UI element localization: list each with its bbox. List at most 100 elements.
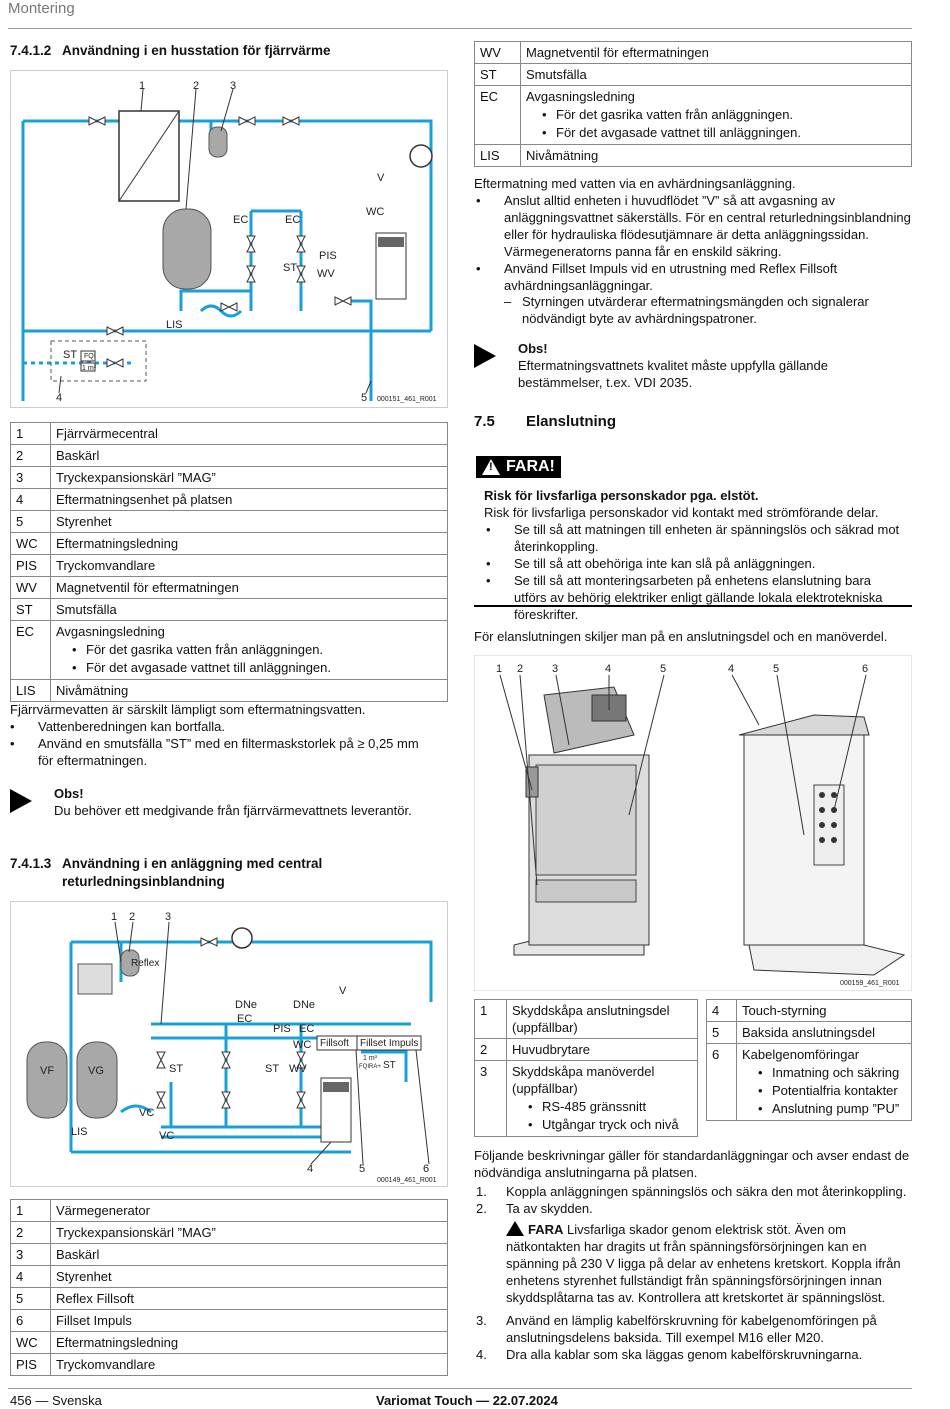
figure-code: 000149_461_R001 [377, 1177, 437, 1184]
figure-central-return: 1 2 3 4 5 6 Reflex VF VG LIS VC VC DNe D… [10, 901, 448, 1187]
page-number: 456 [10, 1393, 32, 1408]
label-fillset: Fillset Impuls [360, 1038, 418, 1049]
table-key: WC [10, 1331, 51, 1354]
danger-label: FARA! [506, 458, 555, 475]
section-title: Elanslutning [526, 413, 616, 430]
danger-badge: FARA! [476, 456, 561, 478]
list-item: 4. Dra alla kablar som ska läggas genom k… [474, 1346, 912, 1363]
figure-code: 000151_461_R001 [377, 396, 437, 403]
table-value: Smutsfälla [520, 63, 912, 86]
label-dne: DNe [293, 999, 315, 1011]
table-key: 2 [10, 1221, 51, 1244]
paragraph: Fjärrvärmevatten är särskilt lämpligt so… [10, 702, 366, 717]
label-vc: VC [159, 1130, 174, 1142]
step-number: 4. [476, 1347, 487, 1362]
label-ec: EC [299, 1023, 314, 1035]
section-number: 7.4.1.2 [10, 43, 52, 58]
section-title: Användning i en anläggning med central [62, 856, 323, 871]
label-volume: 1 m³ [82, 365, 97, 372]
list-item: Vattenberedningen kan bortfalla. [6, 718, 426, 735]
list-item: Se till så att obehöriga inte kan slå på… [482, 555, 902, 572]
callout-3: 3 [230, 80, 236, 92]
table-key: 6 [10, 1309, 51, 1332]
callout-2: 2 [129, 911, 135, 923]
makeup-unit-box [50, 340, 147, 382]
table-value: Magnetventil för eftermatningen [520, 41, 912, 64]
label-pis: PIS [319, 250, 337, 262]
table-key: ST [474, 63, 521, 86]
heat-generator [409, 144, 433, 168]
label-fqi: FQI [84, 353, 96, 360]
label-v: V [339, 985, 347, 997]
table-value: Huvudbrytare [506, 1038, 698, 1061]
table-value: Tryckexpansionskärl ”MAG” [50, 1221, 448, 1244]
section-heading: 7.4.1.3 Användning i en anläggning med ce… [10, 855, 430, 891]
danger-list: Se till så att matningen till enheten är… [482, 521, 902, 623]
callout-4: 4 [56, 392, 62, 404]
footer-separator: — [35, 1393, 49, 1408]
label-lis: LIS [166, 319, 183, 331]
list-item: Potentialfria kontakter [742, 1082, 906, 1100]
figure-district-heating: 1 2 3 4 5 EC EC WC PIS ST WV LIS V ST FQ… [10, 70, 448, 408]
danger-text: Risk för livsfarliga personskador vid ko… [484, 505, 879, 520]
table-value: Tryckexpansionskärl ”MAG” [50, 466, 448, 489]
label-ec: EC [237, 1013, 252, 1025]
warning-icon [506, 1221, 524, 1236]
fillset-box [356, 1035, 422, 1051]
note-title: Obs! [518, 341, 548, 356]
label-vg: VG [88, 1065, 104, 1077]
list-item: Använd Fillset Impuls vid en utrustning … [472, 260, 912, 294]
list-item: Inmatning och säkring [742, 1064, 906, 1082]
table-value: Eftermatningsledning [50, 532, 448, 555]
table-value: Reflex Fillsoft [50, 1287, 448, 1310]
section-number: 7.4.1.3 [10, 856, 52, 871]
table-key: LIS [10, 679, 51, 702]
base-vessel [162, 208, 212, 290]
table-key: 3 [10, 466, 51, 489]
table-value: KabelgenomföringarInmatning och säkringP… [736, 1043, 912, 1121]
table-value: Nivåmätning [50, 679, 448, 702]
callout-5: 5 [773, 663, 779, 675]
table-key: WC [10, 532, 51, 555]
hydraulic-diagram-1: 1 2 3 4 5 EC EC WC PIS ST WV LIS V ST FQ… [21, 80, 437, 404]
list-item: Använd en smutsfälla ”ST” med en filterm… [6, 735, 426, 769]
step-list: 3.Använd en lämplig kabelförskruvning fö… [474, 1312, 912, 1363]
label-st: ST [383, 1060, 396, 1071]
label-st: ST [63, 349, 77, 361]
note-text: Eftermatningsvattnets kvalitet måste upp… [518, 358, 829, 390]
step-number: 3. [476, 1313, 487, 1328]
label-volume: 1 m³ [363, 1055, 378, 1062]
list-item: För det gasrika vatten från anläggningen… [526, 106, 906, 124]
table-key: EC [10, 620, 51, 680]
danger-content: Risk för livsfarliga personskador pga. e… [484, 487, 912, 521]
heat-generator [231, 927, 253, 949]
table-key: 2 [474, 1038, 507, 1061]
label-st: ST [283, 262, 297, 274]
table-value: AvgasningsledningFör det gasrika vatten … [50, 620, 448, 680]
table-value: Baskärl [50, 444, 448, 467]
danger-rule [474, 605, 912, 607]
step-text: Dra alla kablar som ska läggas genom kab… [506, 1347, 863, 1362]
list-item: Se till så att monteringsarbeten på enhe… [482, 572, 902, 623]
table-key: WV [10, 576, 51, 599]
label-wv: WV [289, 1063, 307, 1075]
callout-6: 6 [862, 663, 868, 675]
label-ec: EC [233, 214, 248, 226]
callout-5: 5 [361, 392, 367, 404]
label-st: ST [265, 1063, 279, 1075]
footer-document: Variomat Touch — 22.07.2024 [376, 1393, 558, 1408]
label-st: ST [169, 1063, 183, 1075]
